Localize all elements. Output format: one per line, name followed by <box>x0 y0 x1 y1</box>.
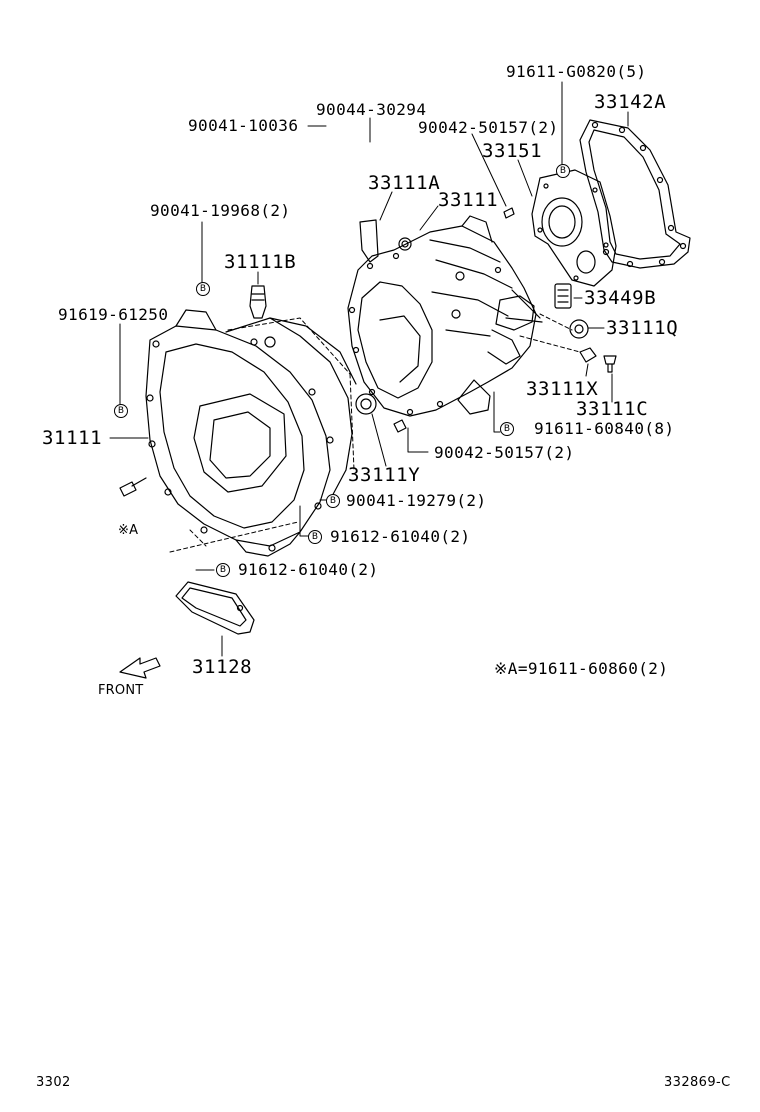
front-label: FRONT <box>98 683 144 698</box>
part-label-33111x: 33111X <box>526 378 599 400</box>
part-label-91611-60840: 91611-60840(8) <box>534 419 675 438</box>
part-label-90041-19279: 90041-19279(2) <box>346 491 487 510</box>
bolt-marker-icon: B <box>500 422 514 436</box>
part-label-90042-50157-top: 90042-50157(2) <box>418 118 559 137</box>
part-label-33111a: 33111A <box>368 172 441 194</box>
part-label-x-a: ※A <box>118 523 139 538</box>
front-arrow <box>119 657 161 679</box>
leader-lines <box>109 81 629 657</box>
bolt-marker-icon: B <box>216 563 230 577</box>
gasket-33142a-drawing <box>579 119 691 269</box>
part-label-90044-30294: 90044-30294 <box>316 100 427 119</box>
part-label-33111y: 33111Y <box>348 464 421 486</box>
part-label-33111q: 33111Q <box>606 317 679 339</box>
bolt-marker-icon: B <box>308 530 322 544</box>
part-label-91612-61040-b: 91612-61040(2) <box>238 560 379 579</box>
note-x-a: ※A=91611-60860(2) <box>494 659 669 678</box>
part-label-33151: 33151 <box>482 140 543 162</box>
bolt-marker-icon: B <box>556 164 570 178</box>
bell-housing-31111-drawing <box>119 285 357 557</box>
part-label-33111c: 33111C <box>576 398 649 420</box>
part-label-91612-61040-a: 91612-61040(2) <box>330 527 471 546</box>
part-label-31111: 31111 <box>42 427 103 449</box>
plate-33151-drawing <box>531 169 617 287</box>
part-label-33142a: 33142A <box>594 91 667 113</box>
part-label-33111: 33111 <box>438 189 499 211</box>
bolt-marker-icon: B <box>326 494 340 508</box>
cover-31128-drawing <box>175 581 255 635</box>
part-label-90041-10036: 90041-10036 <box>188 116 299 135</box>
part-label-90042-50157-bottom: 90042-50157(2) <box>434 443 575 462</box>
part-label-90041-19968: 90041-19968(2) <box>150 201 291 220</box>
figure-code: 332869-C <box>664 1075 731 1090</box>
page-code: 3302 <box>36 1075 71 1090</box>
part-label-91611-g0820: 91611-G0820(5) <box>506 62 647 81</box>
transmission-case-33111-drawing <box>347 207 543 433</box>
part-label-33449b: 33449B <box>584 287 657 309</box>
bolt-marker-icon: B <box>196 282 210 296</box>
bolt-marker-icon: B <box>114 404 128 418</box>
part-label-91619-61250: 91619-61250 <box>58 305 169 324</box>
part-label-31111b: 31111B <box>224 251 297 273</box>
small-parts-drawing <box>355 283 617 415</box>
part-label-31128: 31128 <box>192 656 253 678</box>
